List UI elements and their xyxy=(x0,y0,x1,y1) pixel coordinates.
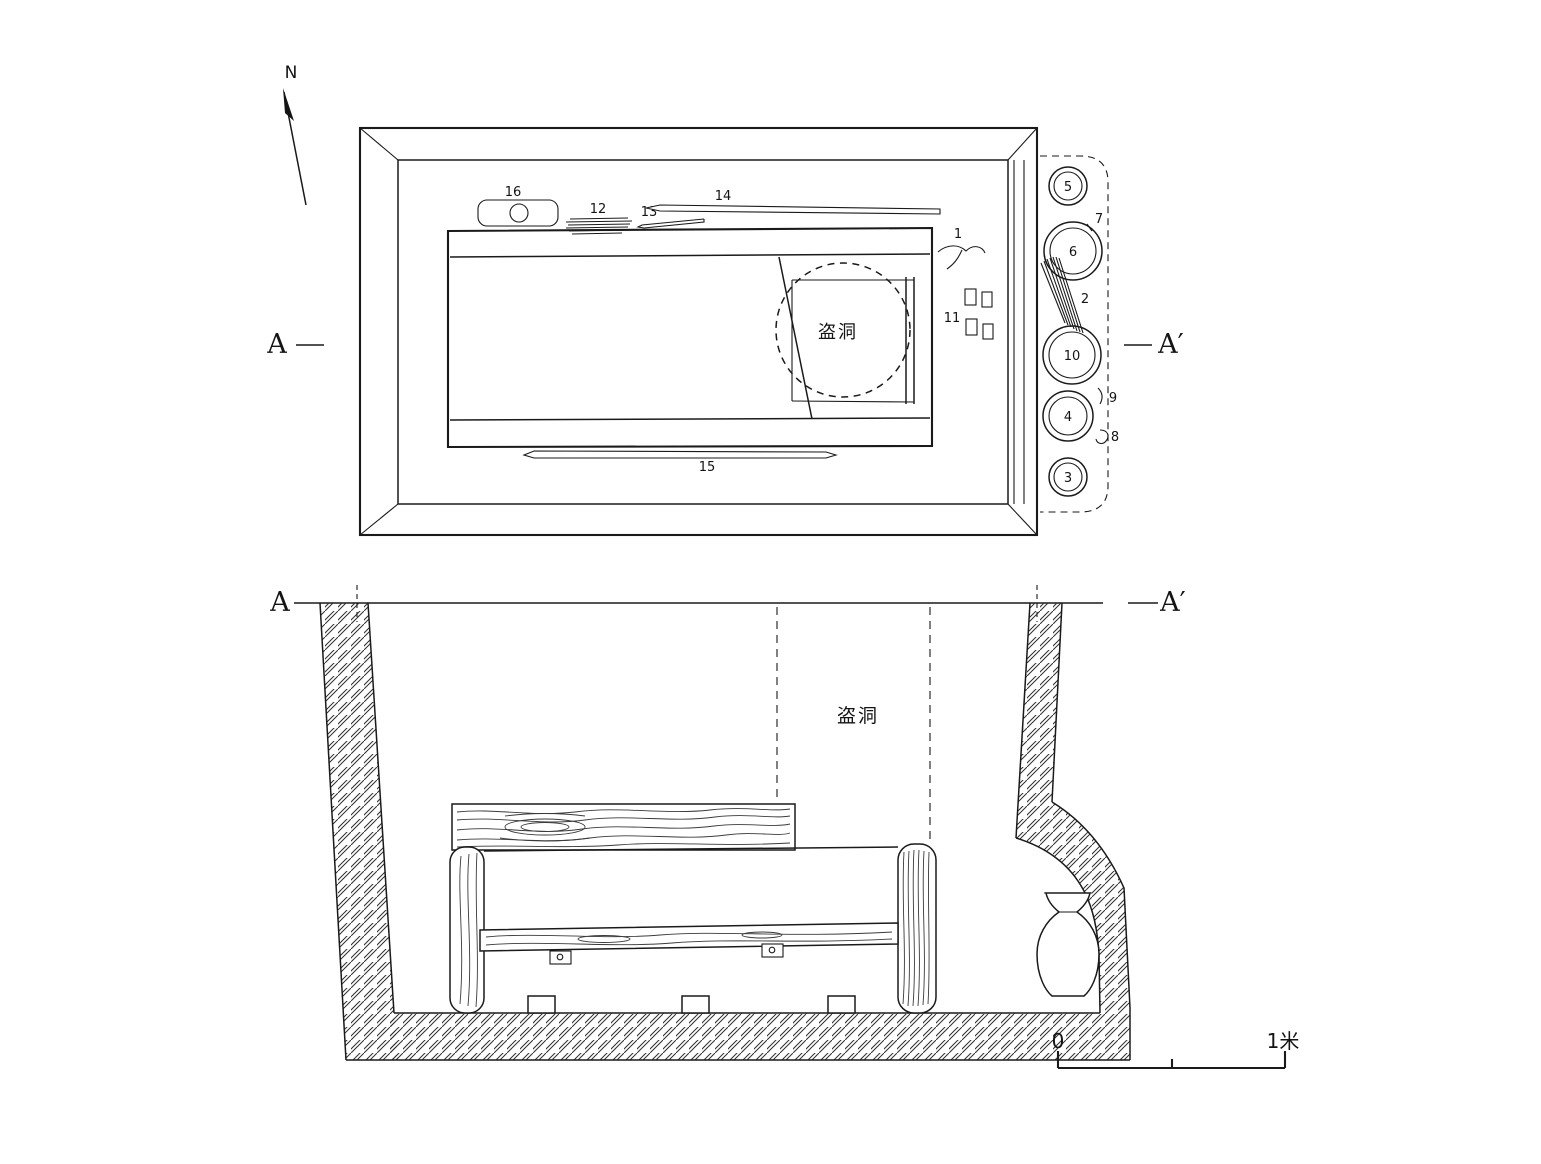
artifact-2-label: 2 xyxy=(1081,292,1089,307)
disturbed-box-bottom xyxy=(791,400,915,403)
artifact-14-rod: 14 xyxy=(645,189,941,215)
east-plank-grain xyxy=(902,849,930,1007)
artifact-7-label: 7 xyxy=(1095,212,1103,227)
robber-hole-label-section: 盗洞 xyxy=(837,705,879,727)
west-plank-grain xyxy=(459,852,478,1008)
artifact-14-label: 14 xyxy=(715,189,732,204)
pit-inner-edge xyxy=(397,159,1009,505)
outer-coffin-south-board xyxy=(449,417,931,421)
section-a-label: A xyxy=(269,587,290,618)
vessel-10: 10 xyxy=(1042,325,1102,385)
coffin-bottom-board xyxy=(479,922,899,952)
artifact-11-label: 11 xyxy=(944,311,961,326)
artifact-8-mark: 8 xyxy=(1095,429,1119,445)
right-wall-inner-edge xyxy=(1015,602,1031,839)
vessel-5-label: 5 xyxy=(1064,180,1072,195)
left-wall-outer-edge xyxy=(319,602,347,1061)
artifact-8-label: 8 xyxy=(1111,430,1119,445)
left-wall-hatch xyxy=(320,603,398,1060)
artifact-14-outline xyxy=(645,204,941,215)
artifact-12-label: 12 xyxy=(590,202,607,217)
scale-unit-label: 1米 xyxy=(1267,1029,1300,1053)
pit-corner-se xyxy=(1007,503,1038,536)
right-wall-hatch xyxy=(1016,603,1130,1013)
robber-hole-dashed-circle xyxy=(775,262,911,398)
niche-vessel xyxy=(1036,892,1100,997)
section-a-prime-label-plan: A′ xyxy=(1157,329,1184,360)
artifact-2-bundle: 2 xyxy=(1040,256,1089,334)
vessel-6: 6 xyxy=(1043,221,1103,281)
pit-corner-sw xyxy=(359,503,399,536)
outer-coffin-outline xyxy=(446,226,934,449)
north-arrow: N xyxy=(283,63,307,206)
left-wall-inner-edge xyxy=(367,602,395,1014)
artifact-1-label: 1 xyxy=(954,227,962,242)
vessel-3: 3 xyxy=(1048,457,1088,497)
artifact-9-mark: 9 xyxy=(1097,387,1117,406)
right-wall-outer-edge xyxy=(1051,602,1063,803)
north-label: N xyxy=(285,63,298,83)
artifact-13-outline xyxy=(636,218,705,229)
artifact-15-rod: 15 xyxy=(522,450,838,475)
artifact-1-object: 1 xyxy=(937,227,986,270)
north-arrow-head xyxy=(283,88,294,121)
vessel-3-label: 3 xyxy=(1064,471,1072,486)
floor-hatch xyxy=(390,1013,1130,1060)
section-view: A A′ 盗洞 xyxy=(269,585,1186,1061)
robber-hole-label-plan: 盗洞 xyxy=(818,322,858,343)
coffin-top-edge xyxy=(483,846,899,852)
coffin-section xyxy=(449,843,937,1014)
artifact-9-label: 9 xyxy=(1109,391,1117,406)
section-a-label-plan: A xyxy=(266,329,287,360)
artifact-7-mark: 7 xyxy=(1086,212,1103,232)
scale-bar: 0 1米 xyxy=(1052,1029,1300,1070)
vessel-5: 5 xyxy=(1048,166,1088,206)
scale-zero-label: 0 xyxy=(1052,1029,1065,1053)
artifact-15-label: 15 xyxy=(699,460,716,475)
artifact-12-slats: 12 xyxy=(565,202,633,235)
pit-outer-edge xyxy=(358,126,1039,537)
artifact-11-plaques: 11 xyxy=(944,288,994,340)
vessel-outline xyxy=(1036,892,1100,997)
sleeper-blocks-floor xyxy=(527,995,856,1014)
vessel-4: 4 xyxy=(1042,390,1094,442)
niche-arch-outer xyxy=(1051,801,1131,1009)
earth-hatching xyxy=(319,602,1131,1061)
section-a-prime-label: A′ xyxy=(1159,587,1186,618)
inner-coffin-east-edge xyxy=(778,256,813,420)
coffin-cover-beam xyxy=(451,803,796,851)
artifact-16-label: 16 xyxy=(505,185,522,200)
plan-view: 盗洞 16 12 13 14 1 xyxy=(266,126,1184,537)
vessel-6-label: 6 xyxy=(1069,245,1077,260)
niche-dashed-boundary xyxy=(1040,155,1109,513)
coffin-end-plank-west xyxy=(449,846,485,1014)
vessel-4-label: 4 xyxy=(1064,410,1072,425)
robber-hole-plan: 盗洞 xyxy=(775,262,915,404)
tomb-pit-outline xyxy=(358,126,1039,537)
pit-corner-ne xyxy=(1007,127,1038,161)
artifact-16-knob xyxy=(509,203,529,223)
artifact-16-box: 16 xyxy=(477,185,559,227)
bottom-board-grain xyxy=(485,931,893,946)
artifact-16-outline xyxy=(477,199,559,227)
beam-wood-grain xyxy=(456,808,791,848)
vessel-niche-plan: 5 6 10 4 3 xyxy=(1040,155,1119,513)
vessel-10-label: 10 xyxy=(1064,349,1081,364)
artifact-15-outline xyxy=(522,450,838,459)
support-blocks-upper xyxy=(549,943,784,965)
section-ground-line: A A′ xyxy=(269,585,1186,622)
outer-coffin-plan xyxy=(446,226,934,449)
outer-coffin-north-board xyxy=(449,253,931,258)
section-line-plan: A A′ xyxy=(266,329,1184,360)
robber-hole-section: 盗洞 xyxy=(776,607,931,841)
pit-corner-nw xyxy=(359,127,399,161)
